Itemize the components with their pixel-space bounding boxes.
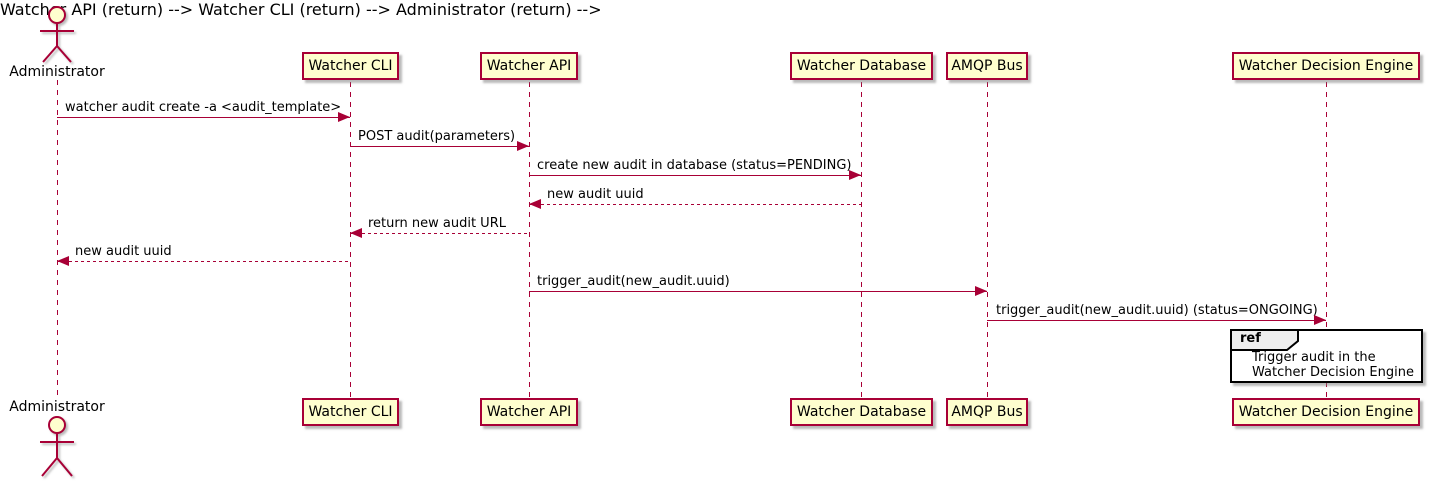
message-text: watcher audit create -a <audit_template> [65, 100, 342, 115]
participant-label: AMQP Bus [951, 404, 1023, 420]
arrowhead-icon [517, 141, 529, 151]
message-text: create new audit in database (status=PEN… [537, 158, 852, 173]
arrowhead-icon [1314, 315, 1326, 325]
message-line [57, 261, 350, 262]
actor-icon [40, 6, 74, 63]
message-line [350, 233, 529, 234]
arrowhead-icon [338, 112, 350, 122]
participant-label: Watcher API [486, 404, 572, 420]
participant-label: Watcher API [486, 58, 572, 74]
participant-label: Watcher Decision Engine [1238, 58, 1414, 74]
participant-watcher-decision-engine-top: Watcher Decision Engine [1232, 52, 1420, 80]
participant-amqp-bus-bottom: AMQP Bus [946, 398, 1028, 426]
arrowhead-icon [975, 286, 987, 296]
lifeline-administrator [57, 80, 58, 398]
actor-icon [40, 416, 74, 477]
message-line [529, 175, 861, 176]
participant-amqp-bus-top: AMQP Bus [946, 52, 1028, 80]
participant-watcher-api-top: Watcher API [480, 52, 578, 80]
participant-watcher-cli-top: Watcher CLI [302, 52, 399, 80]
participant-watcher-cli-bottom: Watcher CLI [302, 398, 399, 426]
actor-label-bottom: Administrator [9, 399, 105, 415]
lifeline-watcher-cli [350, 82, 351, 398]
lifeline-watcher-database [861, 82, 862, 398]
lifeline-amqp-bus [987, 82, 988, 398]
lifeline-watcher-api [529, 82, 530, 398]
message-text: new audit uuid [547, 187, 644, 202]
participant-watcher-database-top: Watcher Database [790, 52, 933, 80]
message-line [350, 146, 529, 147]
participant-label: Watcher Database [796, 404, 927, 420]
message-text: return new audit URL [368, 216, 506, 231]
actor-label-top: Administrator [9, 64, 105, 80]
arrowhead-icon [350, 228, 362, 238]
message-text: POST audit(parameters) [358, 129, 516, 144]
participant-watcher-decision-engine-bottom: Watcher Decision Engine [1232, 398, 1420, 426]
participant-watcher-api-bottom: Watcher API [480, 398, 578, 426]
lifeline-watcher-decision-engine [1326, 82, 1327, 398]
participant-label: Watcher Decision Engine [1238, 404, 1414, 420]
participant-label: Watcher Database [796, 58, 927, 74]
message-line [57, 117, 350, 118]
participant-label: Watcher CLI [308, 404, 393, 420]
participant-label: AMQP Bus [951, 58, 1023, 74]
arrowhead-icon [529, 199, 541, 209]
ref-keyword: ref [1240, 331, 1261, 346]
message-line [987, 320, 1326, 321]
arrowhead-icon [849, 170, 861, 180]
ref-text-line: Watcher Decision Engine [1252, 365, 1414, 380]
ref-text-line: Trigger audit in the [1252, 350, 1376, 365]
message-text: trigger_audit(new_audit.uuid) [537, 274, 730, 289]
participant-watcher-database-bottom: Watcher Database [790, 398, 933, 426]
message-line [529, 204, 861, 205]
message-text: new audit uuid [75, 244, 172, 259]
ref-header-shape [1230, 329, 1299, 351]
arrowhead-icon [57, 256, 69, 266]
participant-label: Watcher CLI [308, 58, 393, 74]
message-line [529, 291, 987, 292]
message-text: trigger_audit(new_audit.uuid) (status=ON… [996, 303, 1318, 318]
ref-fragment: ref Trigger audit in the Watcher Decisio… [1230, 329, 1423, 383]
